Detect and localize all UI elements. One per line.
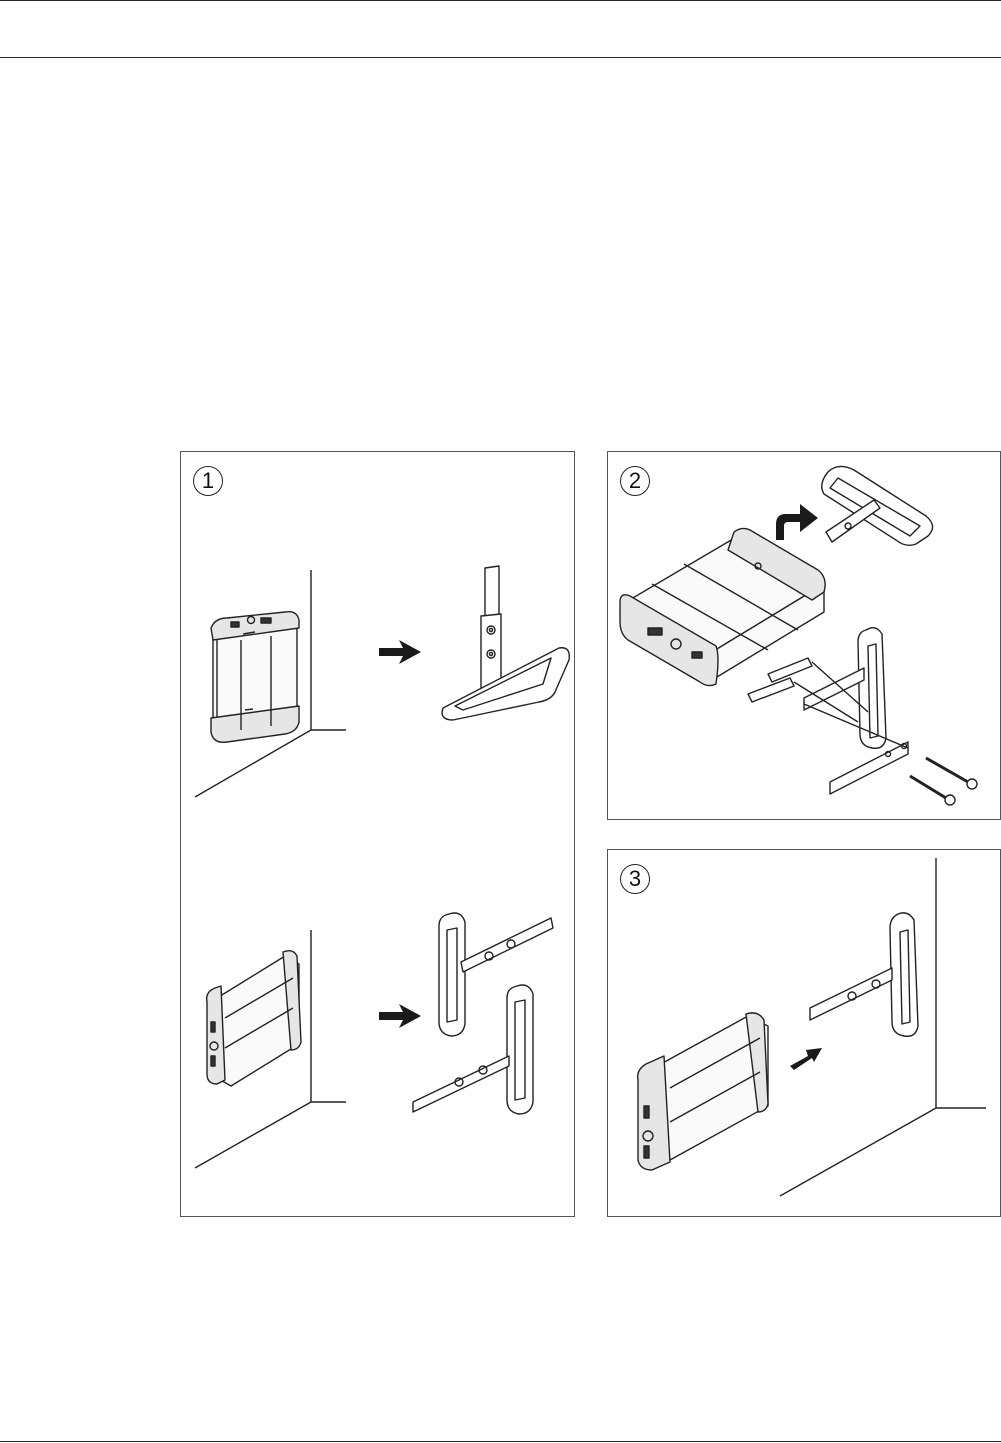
bracket-pair [413,913,553,1114]
step-2-panel: 2 [607,451,1001,820]
bracket-standing [442,566,569,720]
step-3-illustration [608,850,1001,1217]
curved-arrow-icon [772,500,822,544]
device-lying [620,528,825,685]
wall-plugs [748,658,868,722]
screws [910,758,977,805]
header-top-rule [0,0,1001,1]
step-1-panel: 1 [180,451,575,1217]
device-angled [638,1013,768,1170]
device-side [207,951,301,1086]
header-bottom-rule [0,57,1001,58]
step-1-illustration [181,452,575,1217]
step-3-panel: 3 [607,849,1001,1217]
bracket-wall [804,628,908,794]
wall-corner [780,858,986,1196]
bracket-mounted [810,913,918,1036]
footer-rule [0,1441,1001,1442]
right-arrow-icon [788,1044,824,1072]
bracket-removed [822,466,933,545]
right-arrow-icon [377,638,423,666]
device-upright [211,612,299,743]
right-arrow-icon [377,1002,423,1030]
